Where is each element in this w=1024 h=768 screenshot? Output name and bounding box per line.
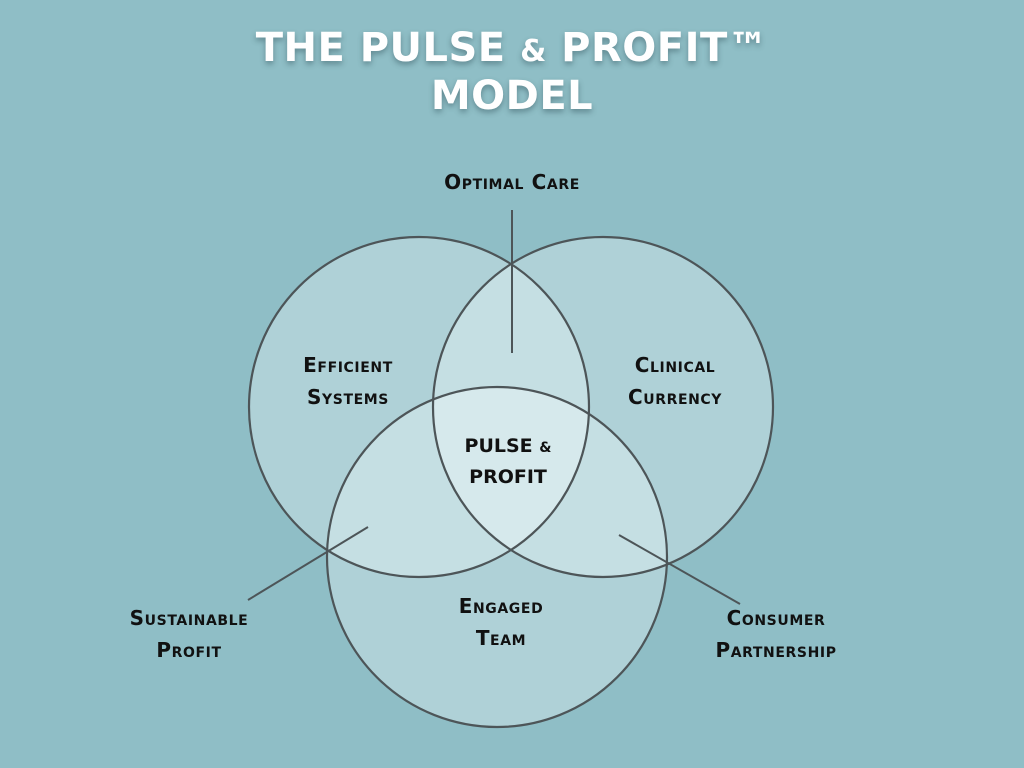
title-line-1: THE PULSE & PROFIT™ xyxy=(255,25,769,71)
label-engaged-team: Engaged Team xyxy=(458,594,544,650)
label-optimal-care: Optimal Care xyxy=(444,170,580,194)
label-efficient-systems: Efficient Systems xyxy=(303,353,393,409)
title-line-2: MODEL xyxy=(430,73,594,119)
outline-clinical-currency xyxy=(431,235,775,579)
diagram-title: THE PULSE & PROFIT™ MODEL xyxy=(0,26,1024,118)
outline-engaged-team xyxy=(325,385,669,729)
label-pulse-and-profit: PULSE & PROFIT xyxy=(464,435,552,488)
outline-efficient-systems xyxy=(247,235,591,579)
leader-line-consumer-partnership xyxy=(618,534,741,605)
leader-line-sustainable-profit xyxy=(247,526,369,601)
label-sustainable-profit: Sustainable Profit xyxy=(129,606,249,662)
label-consumer-partnership: Consumer Partnership xyxy=(715,606,837,662)
label-clinical-currency: Clinical Currency xyxy=(627,353,723,409)
